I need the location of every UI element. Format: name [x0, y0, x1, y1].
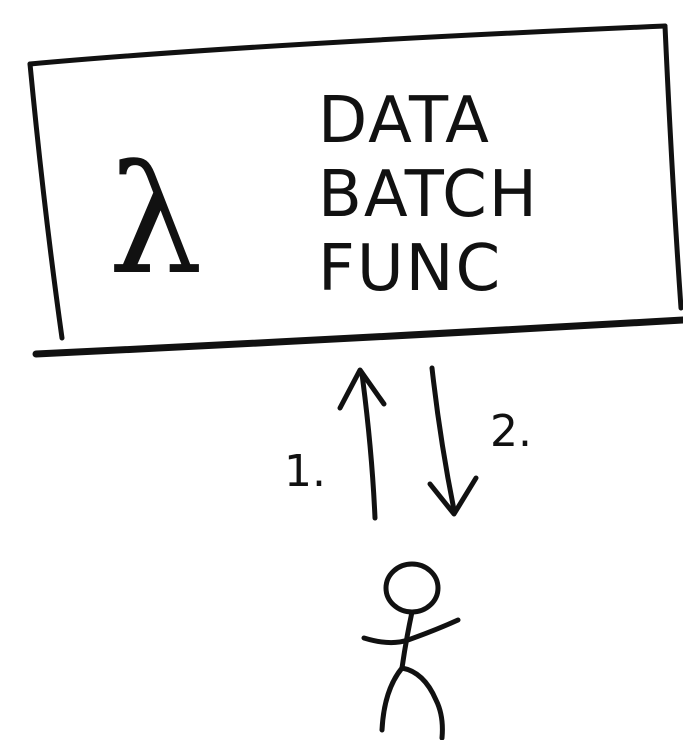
stick-figure-icon	[361, 561, 461, 740]
arrow-down-icon	[427, 365, 479, 517]
box-label-line-3: FUNC	[318, 232, 502, 306]
step-2-label: 2.	[490, 406, 532, 457]
box-label-line-1: DATA	[318, 84, 491, 158]
box-label-line-2: BATCH	[318, 158, 539, 232]
step-1-label: 1.	[284, 446, 326, 497]
lambda-symbol: λ	[108, 134, 203, 308]
function-box	[27, 23, 683, 358]
arrow-up-icon	[337, 367, 387, 521]
